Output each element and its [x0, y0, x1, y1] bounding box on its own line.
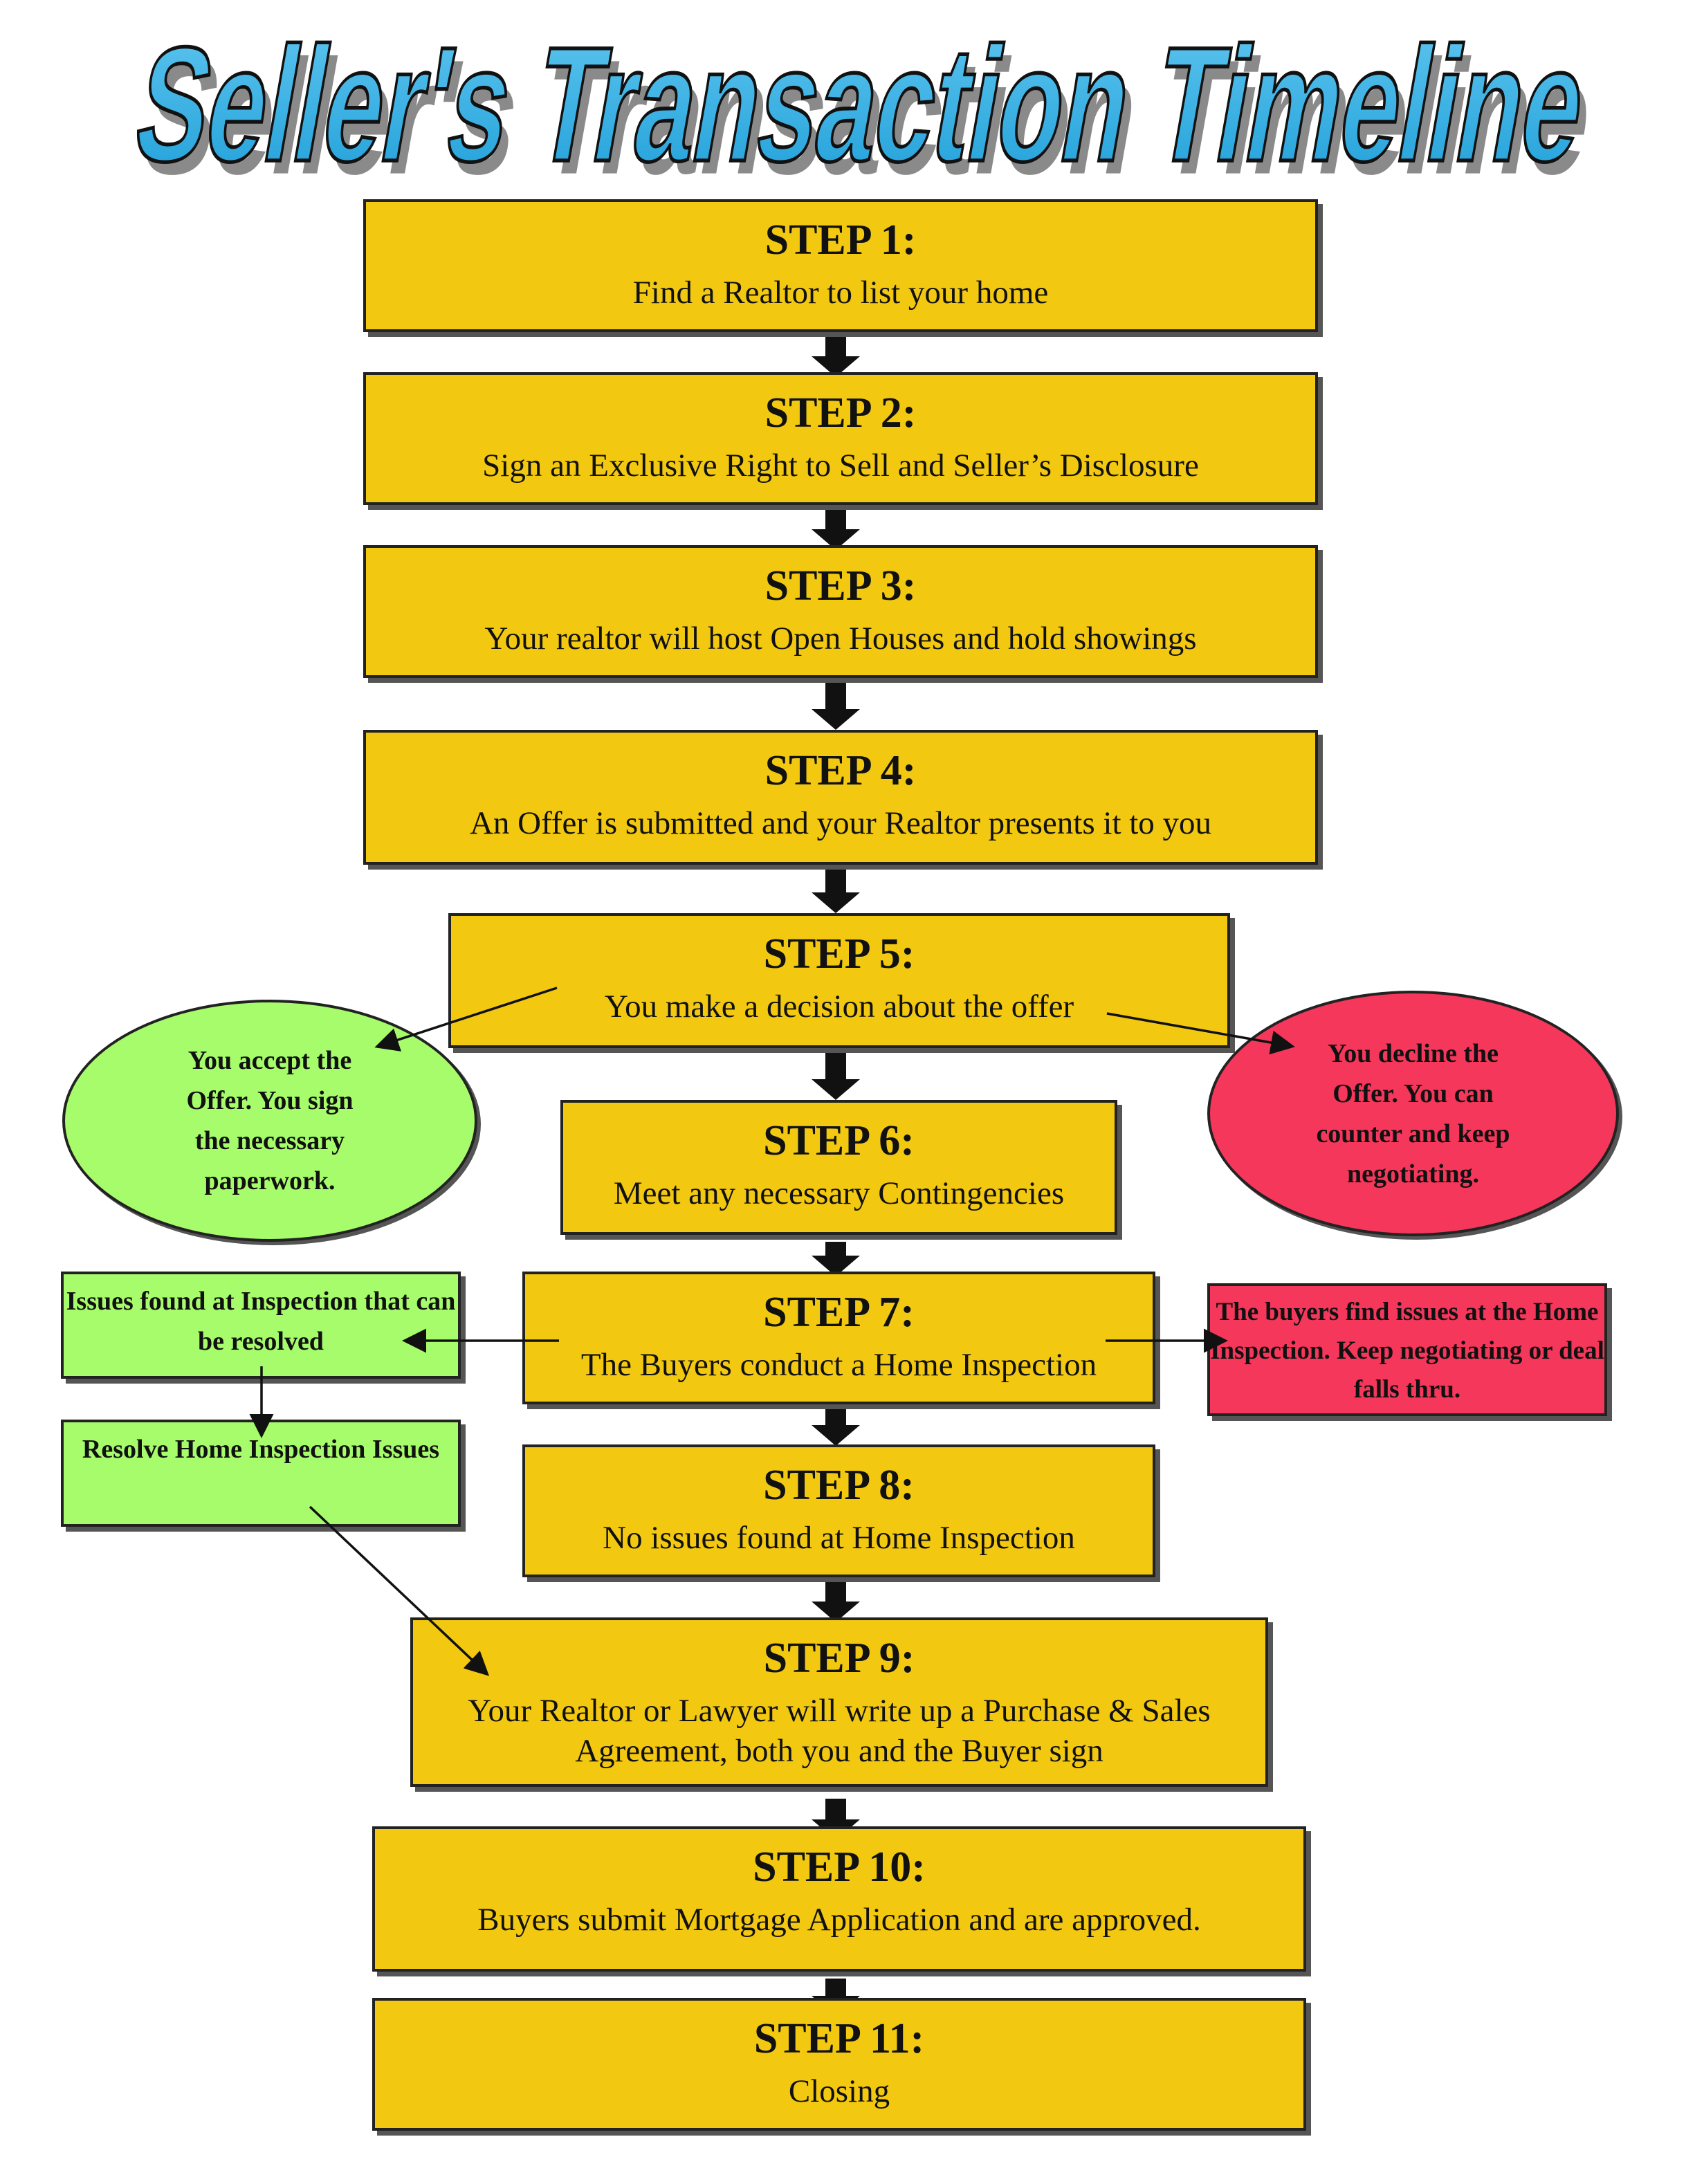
step-6-box: STEP 6: Meet any necessary Contingencies	[560, 1100, 1117, 1235]
step-number: STEP 6:	[763, 1117, 915, 1164]
step-3-box: STEP 3: Your realtor will host Open Hous…	[363, 545, 1318, 678]
step-2-box: STEP 2: Sign an Exclusive Right to Sell …	[363, 372, 1318, 505]
step-number: STEP 7:	[763, 1289, 915, 1336]
step-11-box: STEP 11: Closing	[372, 1998, 1306, 2131]
down-arrow-icon	[812, 1577, 860, 1622]
step-number: STEP 5:	[763, 930, 915, 978]
down-arrow-icon	[812, 678, 860, 730]
step-description: Sign an Exclusive Right to Sell and Sell…	[482, 448, 1199, 484]
step-number: STEP 8:	[763, 1462, 915, 1509]
step-description: Closing	[788, 2073, 890, 2109]
down-arrow-icon	[812, 505, 860, 550]
step-description: Find a Realtor to list your home	[632, 275, 1049, 311]
step-description: No issues found at Home Inspection	[603, 1520, 1075, 1556]
resolve-issues-text: Resolve Home Inspection Issues	[82, 1435, 440, 1464]
down-arrow-icon	[812, 332, 860, 377]
step-number: STEP 9:	[763, 1635, 915, 1682]
step-description: You make a decision about the offer	[604, 989, 1074, 1025]
step-number: STEP 1:	[764, 217, 917, 264]
step-description: An Offer is submitted and your Realtor p…	[469, 805, 1212, 841]
step-7-box: STEP 7: The Buyers conduct a Home Inspec…	[522, 1272, 1155, 1404]
decline-offer-text: You decline the Offer. You can counter a…	[1316, 1038, 1510, 1189]
step-number: STEP 2:	[764, 389, 917, 437]
deal-falls-box: The buyers find issues at the Home Inspe…	[1207, 1283, 1607, 1416]
issues-found-box: Issues found at Inspection that can be r…	[61, 1272, 461, 1379]
step-4-box: STEP 4: An Offer is submitted and your R…	[363, 730, 1318, 865]
title-shadow: Seller's Transaction Timeline	[131, 27, 1606, 208]
step-description: Meet any necessary Contingencies	[613, 1175, 1065, 1211]
step-10-box: STEP 10: Buyers submit Mortgage Applicat…	[372, 1826, 1306, 1972]
accept-offer-text: You accept the Offer. You sign the neces…	[186, 1046, 354, 1195]
step-description: Buyers submit Mortgage Application and a…	[477, 1902, 1201, 1938]
step-description: Your realtor will host Open Houses and h…	[484, 621, 1197, 657]
decline-offer-ellipse: You decline the Offer. You can counter a…	[1207, 991, 1619, 1236]
step-number: STEP 11:	[753, 2015, 925, 2062]
issues-found-text: Issues found at Inspection that can be r…	[66, 1287, 456, 1356]
step-8-box: STEP 8: No issues found at Home Inspecti…	[522, 1444, 1155, 1577]
step-description: The Buyers conduct a Home Inspection	[580, 1347, 1097, 1383]
accept-offer-ellipse: You accept the Offer. You sign the neces…	[62, 1000, 477, 1242]
step-5-box: STEP 5: You make a decision about the of…	[448, 913, 1230, 1048]
resolve-issues-box: Resolve Home Inspection Issues	[61, 1420, 461, 1527]
step-number: STEP 3:	[764, 562, 917, 609]
down-arrow-icon	[812, 1404, 860, 1446]
step-number: STEP 10:	[753, 1844, 926, 1891]
down-arrow-icon	[812, 865, 860, 913]
title-banner: Seller's Transaction Timeline Seller's T…	[122, 12, 1606, 208]
step-9-box: STEP 9: Your Realtor or Lawyer will writ…	[410, 1617, 1268, 1787]
step-number: STEP 4:	[764, 747, 917, 794]
step-1-box: STEP 1: Find a Realtor to list your home	[363, 199, 1318, 332]
step-description: Your Realtor or Lawyer will write up a P…	[468, 1693, 1211, 1769]
page-title: Seller's Transaction Timeline	[124, 14, 1599, 195]
down-arrow-icon	[812, 1048, 860, 1100]
deal-falls-text: The buyers find issues at the Home Inspe…	[1210, 1298, 1604, 1404]
